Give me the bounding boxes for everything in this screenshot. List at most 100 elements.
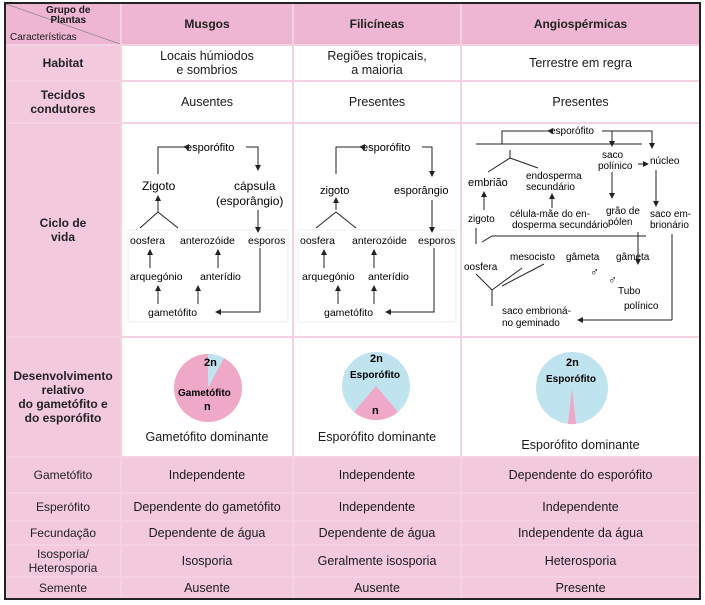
column-header-filicineas: Filicíneas [294,4,460,44]
row-label-semente: Semente [6,578,120,598]
row-label-gametofito: Gametófito [6,458,120,492]
a-zigoto: zigoto [468,214,495,225]
a-celula-2: dosperma secundário [512,220,609,231]
a-tubo-2: polínico [624,301,659,312]
filicineas-pie-gametophyte [354,386,398,421]
angio-pie-gametophyte [568,388,576,425]
f-anterozoide: anterozóide [352,235,407,247]
m-anterozoide: anterozóide [180,235,235,247]
a-gameta1: gâmeta [566,252,600,263]
gametofito-angio: Dependente do esporófito [462,458,699,492]
angio-pie: 2n Esporófito [536,352,608,425]
f-esporofito: esporófito [362,142,410,154]
tecidos-filicineas: Presentes [294,82,460,122]
semente-filicineas: Ausente [294,578,460,598]
tecidos-musgos: Ausentes [122,82,292,122]
f-esporos: esporos [418,235,455,247]
a-oosfera: oosfera [464,262,498,273]
f-gametofito: gametófito [324,307,373,319]
a-mesocisto: mesocisto [510,252,555,263]
ciclo-musgos: esporófito Zigoto cápsula (esporângio) o… [122,124,292,336]
musgos-dominance-caption: Gametófito dominante [145,430,269,444]
m-esporofito: esporófito [186,142,234,154]
m-oosfera: oosfera [130,235,165,247]
angio-pie-top: 2n [566,357,579,369]
corner-diagonal [6,4,120,44]
a-gameta2: gâmeta [616,252,650,263]
a-male-symbol-1: ♂ [590,265,599,279]
musgos-pie-sub: n [204,401,211,413]
filicineas-cycle-diagram: esporófito zigoto esporângio oosfera ant… [297,142,457,323]
a-esporofito: esporófito [550,126,594,137]
a-grao-1: grão de [606,206,640,217]
m-esporos: esporos [248,235,285,247]
f-oosfera: oosfera [300,235,335,247]
m-zigoto: Zigoto [142,179,176,193]
column-header-angiospermicas: Angiospérmicas [462,4,699,44]
isosporia-filicineas: Geralmente isosporia [294,546,460,576]
fecundacao-angio: Independente da água [462,522,699,544]
habitat-angio: Terrestre em regra [462,46,699,80]
filicineas-pie-top: 2n [370,353,383,365]
gametofito-filicineas: Independente [294,458,460,492]
isosporia-musgos: Isosporia [122,546,292,576]
characteristics-label: Características [10,32,77,43]
desenvolvimento-angio: 2n Esporófito Esporófito dominante [462,338,699,456]
habitat-filicineas: Regiões tropicais,a maioria [294,46,460,80]
semente-angio: Presente [462,578,699,598]
a-tubo-1: Tubo [618,286,641,297]
a-saco-gem-2: no geminado [502,318,560,329]
esporofito-angio: Independente [462,494,699,520]
f-esporangio: esporângio [394,185,448,197]
a-endosperma-2: secundário [526,182,575,193]
isosporia-angio: Heterosporia [462,546,699,576]
m-gametofito: gametófito [148,307,197,319]
a-grao-2: pólen [608,217,632,228]
filicineas-pie: 2n Esporófito n [342,352,410,421]
filicineas-pie-main: Esporófito [350,370,400,381]
row-label-fecundacao: Fecundação [6,522,120,544]
a-embriao: embrião [468,177,508,189]
m-anteridio: anterídio [200,271,241,283]
row-label-habitat: Habitat [6,46,120,80]
a-sacoemb-2: brionário [650,220,689,231]
musgos-pie-top: 2n [204,357,217,369]
filicineas-dominance-caption: Esporófito dominante [317,430,437,444]
m-esporangio: (esporângio) [216,194,283,208]
ciclo-angio: esporófito saco polínico núcleo embrião … [462,124,699,336]
ciclo-filicineas: esporófito zigoto esporângio oosfera ant… [294,124,460,336]
semente-musgos: Ausente [122,578,292,598]
tecidos-angio: Presentes [462,82,699,122]
a-saco-2: polínico [598,161,633,172]
desenvolvimento-filicineas: 2n Esporófito n Esporófito dominante [294,338,460,456]
fecundacao-musgos: Dependente de água [122,522,292,544]
musgos-cycle-diagram: esporófito Zigoto cápsula (esporângio) o… [127,142,289,323]
desenvolvimento-musgos: 2n Gametófito n Gametófito dominante [122,338,292,456]
row-label-isosporia: Isosporia/Heterosporia [6,546,120,576]
a-saco-gem-1: saco embrioná- [502,306,571,317]
m-capsula: cápsula [234,179,276,193]
a-sacoemb-1: saco em- [650,209,691,220]
musgos-pie: 2n Gametófito n [174,354,242,422]
row-label-esporofito: Esperófito [6,494,120,520]
a-saco-1: saco [602,150,624,161]
a-nucleo: núcleo [650,156,680,167]
angio-pie-main: Esporófito [546,374,596,385]
a-male-symbol-2: ♂ [608,273,617,287]
angio-dominance-caption: Esporófito dominante [521,438,640,452]
f-anteridio: anterídio [368,271,409,283]
esporofito-filicineas: Independente [294,494,460,520]
musgos-pie-sporophyte [208,354,224,388]
fecundacao-filicineas: Dependente de água [294,522,460,544]
m-arquegonio: arquegónio [130,271,183,283]
gametofito-musgos: Independente [122,458,292,492]
filicineas-pie-sub: n [372,405,379,417]
f-arquegonio: arquegónio [302,271,355,283]
